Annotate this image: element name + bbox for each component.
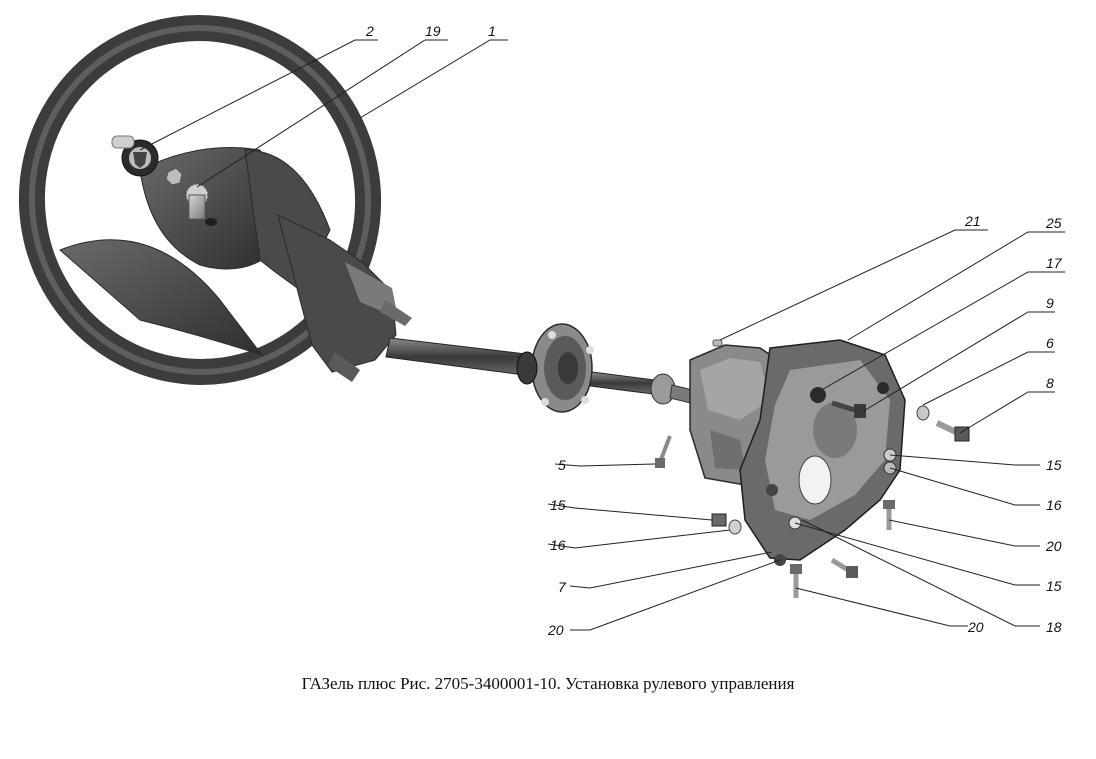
callout-2: 2 xyxy=(365,23,374,39)
callout-7: 7 xyxy=(558,579,567,595)
part-6-washer xyxy=(916,405,930,421)
intermediate-shaft xyxy=(385,337,536,377)
callout-8: 8 xyxy=(1046,375,1054,391)
callout-20-right: 20 xyxy=(1045,538,1062,554)
callout-6: 6 xyxy=(1046,335,1054,351)
callout-25: 25 xyxy=(1045,215,1062,231)
part-17-stud xyxy=(831,400,866,418)
shaft-coupling xyxy=(516,351,538,385)
callout-labels: 2 19 1 21 25 17 9 6 8 5 15 16 15 16 7 20… xyxy=(365,23,1063,638)
callout-15-right-lower: 15 xyxy=(1046,578,1062,594)
callout-5: 5 xyxy=(558,457,566,473)
figure-caption: ГАЗель плюс Рис. 2705-3400001-10. Устано… xyxy=(301,674,795,693)
part-20-bolt-right xyxy=(883,500,895,530)
part-20-bolt-bottom xyxy=(790,564,802,598)
hex-nut xyxy=(165,167,183,186)
part-15-nut xyxy=(711,513,727,527)
callout-15-right-upper: 15 xyxy=(1046,457,1062,473)
callout-20-bottom: 20 xyxy=(967,619,984,635)
callout-19: 19 xyxy=(425,23,441,39)
switch-stalk xyxy=(111,135,135,149)
part-8-bolt xyxy=(935,420,970,442)
horn-button xyxy=(121,139,159,177)
callout-17: 17 xyxy=(1046,255,1063,271)
callout-16-right: 16 xyxy=(1046,497,1062,513)
lower-shaft xyxy=(589,371,656,395)
callout-18: 18 xyxy=(1046,619,1062,635)
part-21-plug xyxy=(712,339,723,347)
mounting-bracket xyxy=(739,339,906,566)
splined-shaft-end xyxy=(185,183,217,226)
steering-column xyxy=(277,214,412,382)
callout-15-left: 15 xyxy=(550,497,566,513)
callout-20-left: 20 xyxy=(547,622,564,638)
leader-lines xyxy=(139,39,1065,631)
callout-1: 1 xyxy=(488,23,496,39)
part-16-washer xyxy=(728,519,742,535)
callout-16-left: 16 xyxy=(550,537,566,553)
callout-21: 21 xyxy=(964,213,981,229)
part-5-bolt xyxy=(655,435,672,468)
universal-joint-flange xyxy=(531,323,594,413)
callout-9: 9 xyxy=(1046,295,1054,311)
part-18-bolt xyxy=(830,557,858,578)
